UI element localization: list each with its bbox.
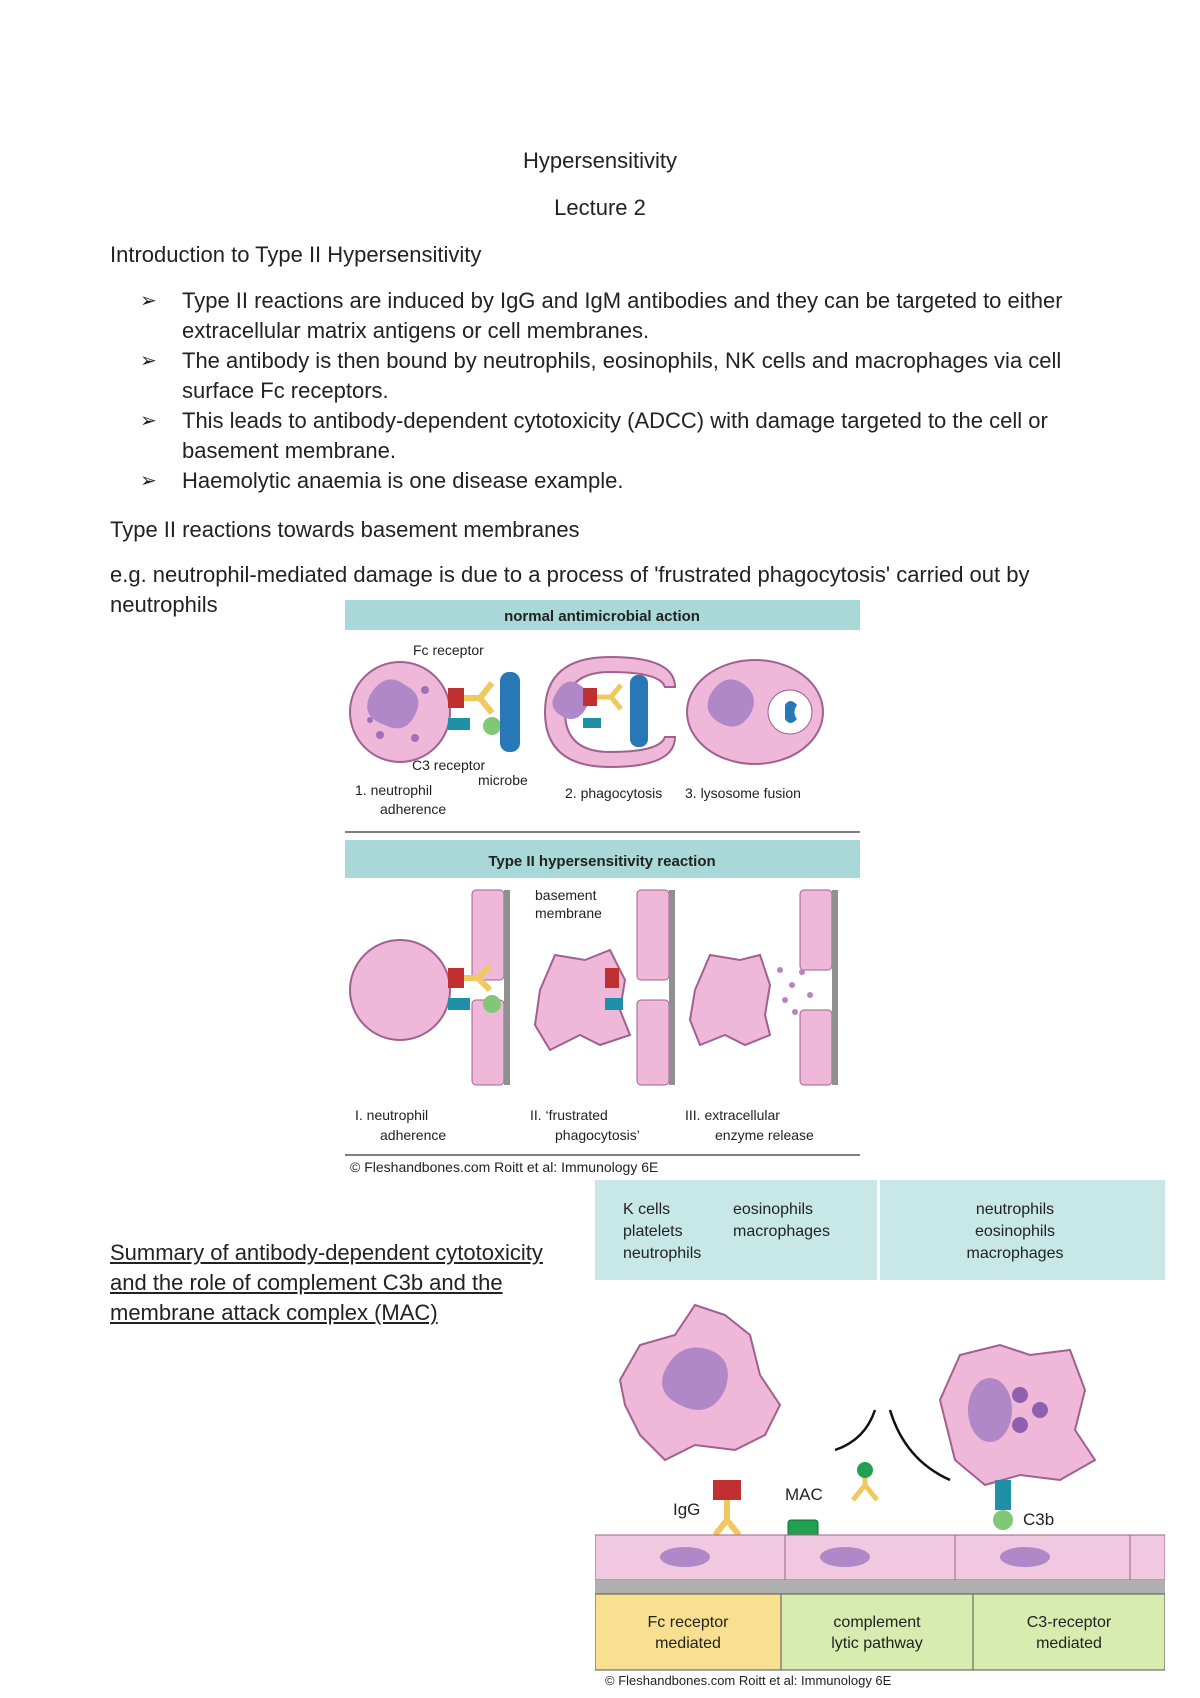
complement-lytic-box <box>780 1593 974 1671</box>
list-item: ➢ Type II reactions are induced by IgG an… <box>140 286 1100 346</box>
nucleus-shape <box>968 1378 1012 1442</box>
effector-eosinophils: eosinophils <box>733 1201 813 1218</box>
effector-kcells: K cells <box>623 1201 670 1218</box>
step3-label: 3. lysosome fusion <box>685 785 801 801</box>
c3-shape <box>483 995 501 1013</box>
header-normal-bar <box>345 600 860 630</box>
c3b-label: C3b <box>1023 1510 1054 1529</box>
microbe-label: microbe <box>478 772 528 788</box>
c3-receptor-shape <box>448 718 470 730</box>
box3-sub-label: mediated <box>1036 1635 1102 1652</box>
neutrophil-cell <box>349 661 451 763</box>
bullet-text: Type II reactions are induced by IgG and… <box>182 288 1063 343</box>
fc-receptor-shape <box>605 968 619 988</box>
doc-title: Hypersensitivity <box>522 148 678 173</box>
adcc-summary-figure: K cells platelets neutrophils eosinophil… <box>595 1180 1165 1688</box>
arrow-icon <box>888 1409 951 1482</box>
arrow-bullet-icon: ➢ <box>140 350 157 372</box>
list-item: ➢ Haemolytic anaemia is one disease examp… <box>140 466 1100 496</box>
c3-shape <box>483 717 501 735</box>
bullet-list: ➢ Type II reactions are induced by IgG an… <box>140 286 1100 496</box>
figure2-credit: © Fleshandbones.com Roitt et al: Immunol… <box>605 1673 892 1688</box>
example-paragraph: e.g. neutrophil-mediated damage is due t… <box>110 562 1030 617</box>
box2-label: complement <box>833 1614 921 1631</box>
bullet-text: Haemolytic anaemia is one disease exampl… <box>182 468 624 493</box>
nucleus-shape <box>662 1347 728 1410</box>
basement-membrane-2 <box>636 889 675 1086</box>
bullet-text: The antibody is then bound by neutrophil… <box>182 348 1062 403</box>
figure1-credit: © Fleshandbones.com Roitt et al: Immunol… <box>350 1159 658 1175</box>
box1-label: Fc receptor <box>648 1614 730 1631</box>
c3-receptor-shape <box>995 1480 1011 1510</box>
stepII-label: II. ‘frustrated <box>530 1107 608 1123</box>
arrow-bullet-icon: ➢ <box>140 290 157 312</box>
membrane-label: membrane <box>535 905 602 921</box>
header-type2-label: Type II hypersensitivity reaction <box>488 853 715 870</box>
effector-cells-panel-right <box>880 1180 1165 1280</box>
lysosome-fusion-cell <box>686 659 824 765</box>
summary-link[interactable]: Summary of antibody-dependent cytotoxici… <box>110 1240 543 1325</box>
stepI-sub-label: adherence <box>380 1127 446 1143</box>
basement-membrane-3 <box>799 889 838 1086</box>
c3-receptor-shape <box>605 998 623 1010</box>
stepIII-sub-label: enzyme release <box>715 1127 814 1143</box>
neutrophil-cell <box>349 939 451 1041</box>
igg-antibody-shape <box>712 1500 742 1537</box>
basement-label: basement <box>535 887 597 903</box>
complement-shape <box>857 1462 873 1478</box>
c3-effector-eosinophils: eosinophils <box>975 1223 1055 1240</box>
step1-sub-label: adherence <box>380 801 446 817</box>
phagocytosis-cell <box>543 655 677 769</box>
microbe-shape <box>630 675 648 747</box>
enzyme-releasing-cell <box>688 953 772 1047</box>
c3b-shape <box>993 1510 1013 1530</box>
step2-label: 2. phagocytosis <box>565 785 662 801</box>
fc-receptor-shape <box>448 968 464 988</box>
fc-receptor-shape <box>713 1480 741 1500</box>
antibody-shape <box>464 963 493 993</box>
arrow-icon <box>834 1409 877 1452</box>
effector-neutrophils: neutrophils <box>623 1245 701 1262</box>
microbe-shape <box>500 672 520 752</box>
arrow-bullet-icon: ➢ <box>140 470 157 492</box>
effector-cells-panel-left <box>595 1180 877 1280</box>
arrow-bullet-icon: ➢ <box>140 410 157 432</box>
effector-cell-right <box>938 1343 1097 1487</box>
basement-layer <box>595 1580 1165 1594</box>
c3-effector-macrophages: macrophages <box>967 1245 1064 1262</box>
antibody-shape <box>464 681 495 715</box>
header-normal-label: normal antimicrobial action <box>504 608 700 625</box>
igg-label: IgG <box>673 1500 700 1519</box>
effector-platelets: platelets <box>623 1223 683 1240</box>
c3-receptor-shape <box>448 998 470 1010</box>
step1-label: 1. neutrophil <box>355 782 432 798</box>
list-item: ➢ This leads to antibody-dependent cytoto… <box>140 406 1100 466</box>
bullet-text: This leads to antibody-dependent cytotox… <box>182 408 1048 463</box>
enzyme-granules <box>777 967 813 1015</box>
c3-effector-neutrophils: neutrophils <box>976 1201 1054 1218</box>
intro-heading: Introduction to Type II Hypersensitivity <box>110 242 482 267</box>
basement-heading: Type II reactions towards basement membr… <box>110 517 580 542</box>
c3-receptor-mediated-box <box>972 1593 1165 1671</box>
lecture-number: Lecture 2 <box>554 195 646 220</box>
frustrated-phagocytosis-figure: normal antimicrobial action Fc receptor … <box>345 600 860 1175</box>
fc-receptor-shape <box>583 688 597 706</box>
c3-receptor-label: C3 receptor <box>412 757 485 773</box>
mac-label: MAC <box>785 1485 823 1504</box>
stepII-sub-label: phagocytosis’ <box>555 1127 640 1143</box>
fc-receptor-label: Fc receptor <box>413 642 484 658</box>
header-type2-bar <box>345 840 860 878</box>
antibody-shape <box>597 683 623 711</box>
fc-receptor-mediated-box <box>595 1593 782 1671</box>
fc-receptor-shape <box>448 688 464 708</box>
stepIII-label: III. extracellular <box>685 1107 780 1123</box>
stepI-label: I. neutrophil <box>355 1107 428 1123</box>
list-item: ➢ The antibody is then bound by neutrophi… <box>140 346 1100 406</box>
basement-membrane-1 <box>471 889 510 1086</box>
box2-sub-label: lytic pathway <box>831 1635 923 1652</box>
effector-macrophages: macrophages <box>733 1223 830 1240</box>
box3-label: C3-receptor <box>1027 1614 1112 1631</box>
c3-receptor-shape <box>583 718 601 728</box>
box1-sub-label: mediated <box>655 1635 721 1652</box>
